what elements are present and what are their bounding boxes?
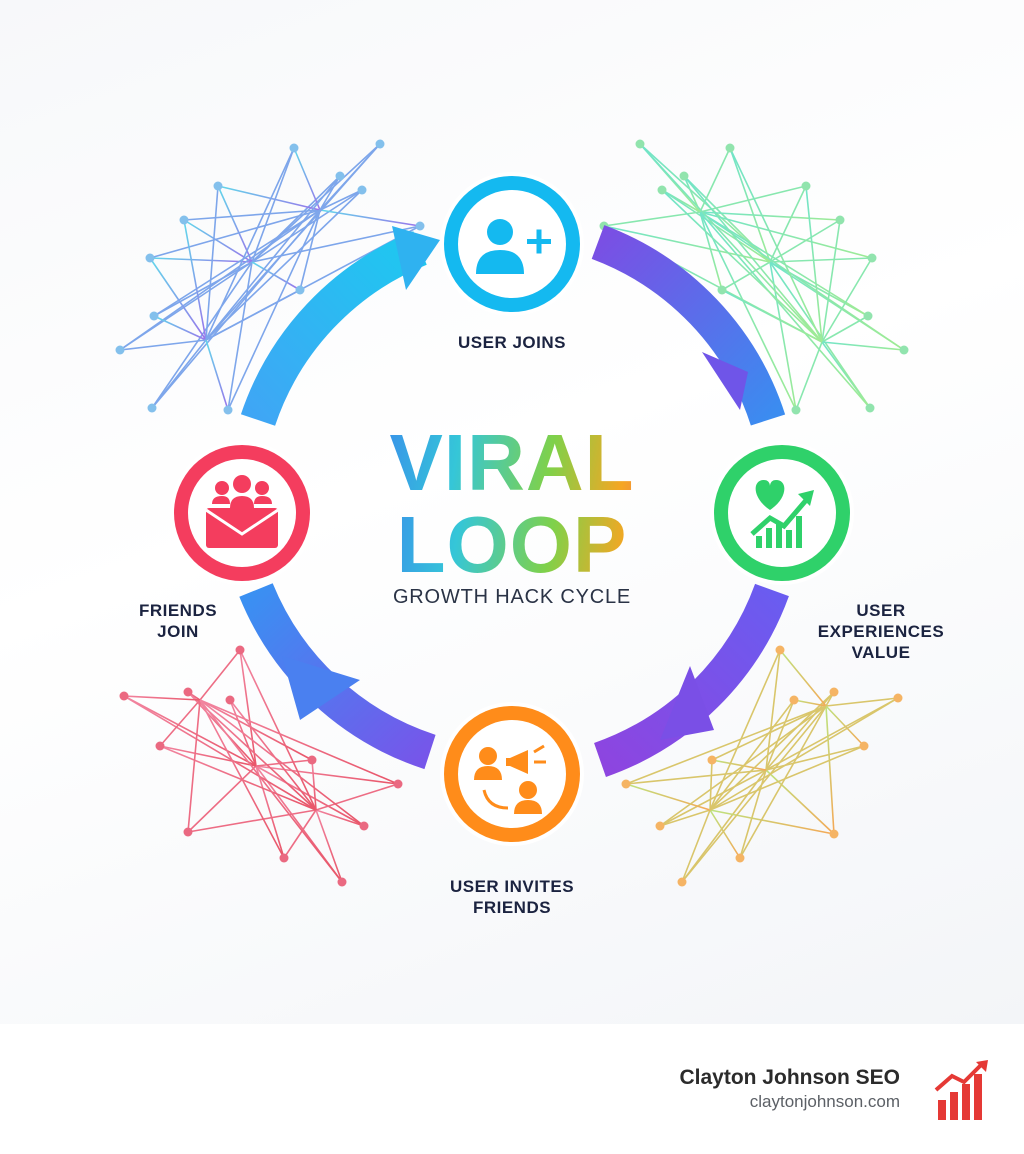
network-node	[223, 405, 233, 415]
network-node	[335, 171, 345, 181]
node-user-joins	[440, 172, 584, 316]
network-node	[357, 185, 367, 195]
network-node	[183, 827, 193, 837]
title-line-2: LOOP	[330, 505, 694, 585]
network-node	[791, 405, 801, 415]
network-node	[635, 139, 645, 149]
network-node	[279, 853, 289, 863]
network-node	[677, 877, 687, 887]
network-node	[225, 695, 235, 705]
loop-arrows	[239, 225, 789, 777]
network-node	[775, 645, 785, 655]
network-node	[801, 181, 811, 191]
network-node	[235, 645, 245, 655]
footer	[0, 1024, 1024, 1154]
heart-growth-chart-icon	[750, 480, 814, 548]
group-envelope-icon	[205, 475, 279, 548]
network-node	[863, 311, 873, 321]
viral-loop-diagram: USER JOINS USER EXPERIENCES VALUE USER I…	[0, 0, 1024, 1024]
add-user-icon	[476, 219, 551, 274]
step-label-user-invites-friends: USER INVITES FRIENDS	[449, 877, 575, 917]
node-user-invites-friends	[440, 702, 584, 846]
network-node	[183, 687, 193, 697]
arrow-friends-to-user	[240, 231, 427, 426]
network-node	[829, 687, 839, 697]
arrow-head-top-right	[702, 352, 748, 410]
network-node	[179, 215, 189, 225]
step-label-user-joins: USER JOINS	[458, 333, 566, 352]
subtitle: GROWTH HACK CYCLE	[392, 586, 632, 608]
network-node	[865, 403, 875, 413]
network-node	[375, 139, 385, 149]
network-bottom-left	[119, 645, 403, 887]
network-node	[657, 185, 667, 195]
arrow-head-top-left	[392, 226, 440, 290]
network-node	[679, 171, 689, 181]
step-label-user-experiences-value: USER EXPERIENCES VALUE	[817, 601, 945, 662]
brand-url[interactable]: claytonjohnson.com	[749, 1092, 900, 1111]
arrow-value-to-invite	[593, 583, 789, 777]
step-label-friends-join: FRIENDS JOIN	[138, 601, 218, 641]
network-node	[145, 253, 155, 263]
network-node	[295, 285, 305, 295]
network-node	[307, 755, 317, 765]
network-node	[155, 741, 165, 751]
network-node	[337, 877, 347, 887]
step-nodes	[170, 172, 854, 846]
network-node	[147, 403, 157, 413]
network-node	[725, 143, 735, 153]
invite-megaphone-icon	[474, 744, 546, 814]
network-node	[415, 221, 425, 231]
network-node	[899, 345, 909, 355]
bar-chart-growth-icon	[934, 1060, 988, 1120]
network-node	[867, 253, 877, 263]
network-node	[717, 285, 727, 295]
network-node	[655, 821, 665, 831]
network-node	[289, 143, 299, 153]
arrow-head-bottom-right	[660, 666, 714, 740]
network-node	[829, 829, 839, 839]
network-node	[735, 853, 745, 863]
network-node	[893, 693, 903, 703]
network-node	[213, 181, 223, 191]
network-decorations	[115, 139, 909, 887]
network-node	[621, 779, 631, 789]
brand-name: Clayton Johnson SEO	[679, 1066, 900, 1089]
network-node	[789, 695, 799, 705]
network-bottom-right	[621, 645, 903, 887]
network-node	[115, 345, 125, 355]
arrow-user-to-value	[591, 225, 786, 426]
network-top-right	[599, 139, 909, 415]
network-node	[149, 311, 159, 321]
network-node	[835, 215, 845, 225]
node-friends-join	[170, 441, 314, 585]
network-node	[859, 741, 869, 751]
title-line-1: VIRAL	[330, 423, 694, 503]
network-node	[119, 691, 129, 701]
network-node	[393, 779, 403, 789]
arrow-head-bottom-left	[282, 656, 360, 720]
network-node	[359, 821, 369, 831]
network-node	[707, 755, 717, 765]
network-top-left	[115, 139, 425, 415]
node-user-experiences-value	[710, 441, 854, 585]
